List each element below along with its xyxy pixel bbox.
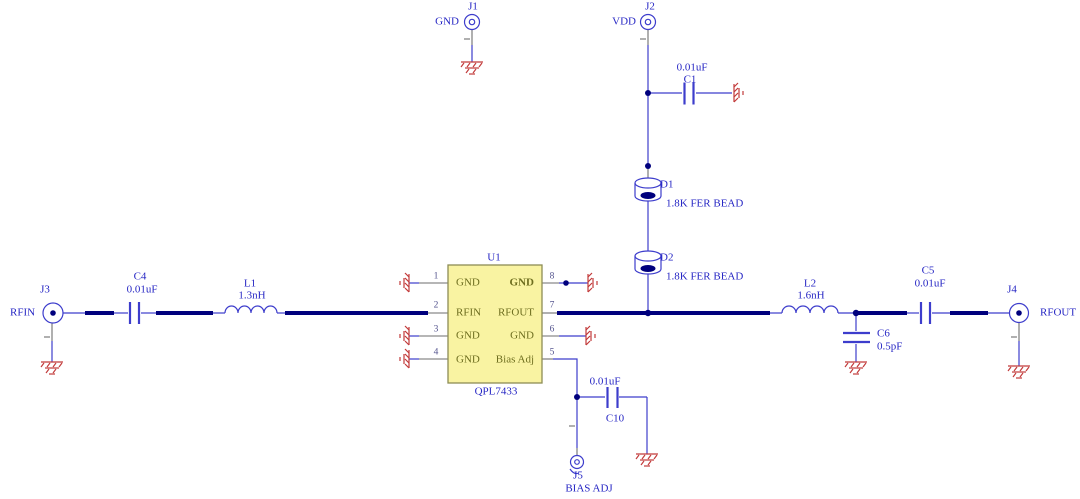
c10-ground-icon xyxy=(635,453,658,467)
u1-pin5-name: Bias Adj xyxy=(495,353,534,366)
pin3-ground-icon xyxy=(399,325,410,346)
j5-connector-symbol xyxy=(569,454,585,475)
u1-pin7-number: 7 xyxy=(549,300,555,311)
c6-capacitor-symbol xyxy=(843,331,870,344)
j5-ref-label: J5 xyxy=(573,469,583,482)
c1-capacitor-symbol xyxy=(683,82,695,105)
u1-pin6-name: GND xyxy=(510,329,534,342)
j4-connector-symbol xyxy=(1008,302,1030,324)
j4-ref-label: J4 xyxy=(1007,283,1017,296)
l2-value-label: 1.6nH xyxy=(797,289,825,302)
j5-port-label: BIAS ADJ xyxy=(565,482,613,495)
j1-ref-label: J1 xyxy=(468,0,478,13)
j4-ground-icon xyxy=(1007,365,1030,379)
d2-value-label: 1.8K FER BEAD xyxy=(666,270,744,283)
d2-ferrite-bead-symbol xyxy=(634,250,662,275)
c1-ref-label: C1 xyxy=(683,73,697,86)
j1-port-label: GND xyxy=(435,15,459,28)
c4-capacitor-symbol xyxy=(128,302,141,324)
l1-value-label: 1.3nH xyxy=(238,289,266,302)
c5-value-label: 0.01uF xyxy=(914,277,946,290)
l2-ref-label: L2 xyxy=(803,277,817,290)
u1-pin2-number: 2 xyxy=(433,300,439,311)
c10-ref-label: C10 xyxy=(605,412,625,425)
d1-ref-label: D1 xyxy=(660,178,674,191)
c5-ref-label: C5 xyxy=(921,264,935,277)
pin8-ground-icon xyxy=(587,272,598,293)
c6-value-label: 0.5pF xyxy=(877,340,903,353)
j4-port-label: RFOUT xyxy=(1040,306,1077,319)
d1-value-label: 1.8K FER BEAD xyxy=(666,197,744,210)
j3-connector-symbol xyxy=(42,302,64,324)
pin1-ground-icon xyxy=(399,272,410,293)
u1-ic-body xyxy=(447,264,543,384)
c4-value-label: 0.01uF xyxy=(126,283,158,296)
j3-ground-icon xyxy=(40,361,63,375)
d2-ref-label: D2 xyxy=(660,251,674,264)
u1-pin1-name: GND xyxy=(456,276,480,289)
j2-ref-label: J2 xyxy=(645,0,655,13)
c1-ground-icon xyxy=(733,82,744,103)
wires xyxy=(44,29,1020,456)
c6-ground-icon xyxy=(844,361,867,375)
l1-ref-label: L1 xyxy=(243,277,257,290)
u1-pin4-number: 4 xyxy=(433,347,439,358)
c6-ref-label: C6 xyxy=(877,327,890,340)
l2-inductor-symbol xyxy=(781,305,839,314)
u1-ref-label: U1 xyxy=(487,251,501,264)
u1-pin5-number: 5 xyxy=(549,347,555,358)
c5-capacitor-symbol xyxy=(919,302,932,324)
u1-pin8-number: 8 xyxy=(549,271,555,282)
c10-capacitor-symbol xyxy=(606,387,619,408)
j3-ref-label: J3 xyxy=(40,283,50,296)
u1-pin3-number: 3 xyxy=(433,324,439,335)
u1-pin1-number: 1 xyxy=(433,271,439,282)
pin6-ground-icon xyxy=(585,325,596,346)
l1-inductor-symbol xyxy=(224,305,278,314)
u1-pin2-name: RFIN xyxy=(456,306,482,319)
u1-part-label: QPL7433 xyxy=(474,385,518,398)
j1-connector-symbol xyxy=(463,13,481,31)
u1-pin3-name: GND xyxy=(456,329,480,342)
j1-ground-icon xyxy=(460,61,483,75)
u1-pin6-number: 6 xyxy=(549,324,555,335)
u1-pin8-name: GND xyxy=(509,276,534,289)
u1-pin4-name: GND xyxy=(456,353,480,366)
junction-dots xyxy=(563,90,860,400)
j2-port-label: VDD xyxy=(612,15,636,28)
j3-port-label: RFIN xyxy=(10,306,36,319)
pin4-ground-icon xyxy=(399,348,410,369)
u1-pin7-name: RFOUT xyxy=(497,306,534,319)
c1-value-label: 0.01uF xyxy=(676,61,708,74)
c4-ref-label: C4 xyxy=(133,270,147,283)
d1-ferrite-bead-symbol xyxy=(634,177,662,202)
j2-connector-symbol xyxy=(639,13,657,31)
c10-value-label: 0.01uF xyxy=(589,375,621,388)
